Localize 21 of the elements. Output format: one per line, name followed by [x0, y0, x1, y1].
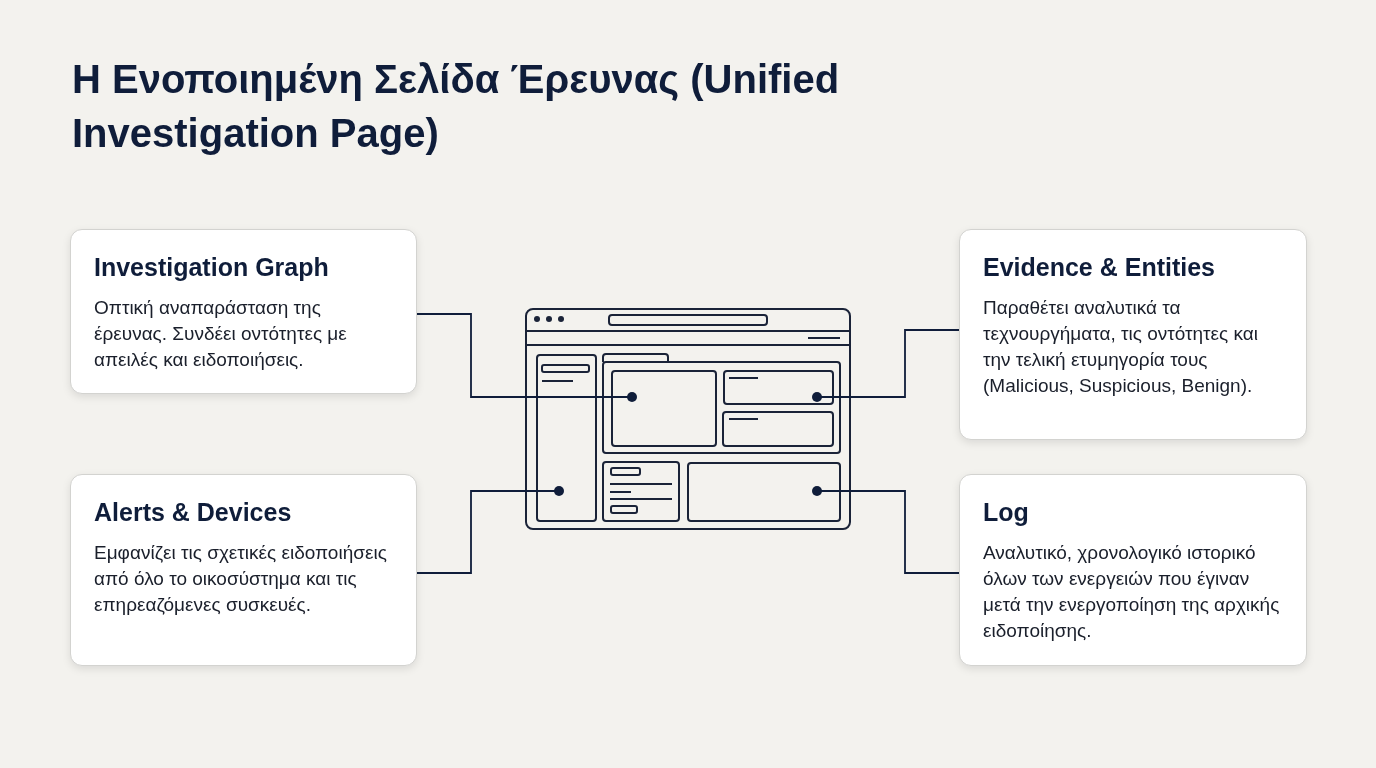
- card-heading: Investigation Graph: [94, 252, 330, 282]
- title: Η Ενοποιημένη Σελίδα Έρευνας (Unified Investigation Page): [72, 56, 841, 157]
- card-heading: Alerts & Devices: [94, 497, 293, 527]
- card-heading: Evidence & Entities: [983, 252, 1217, 282]
- leader-line: [812, 329, 960, 402]
- card-description: Παραθέτει αναλυτικά τα τεχνουργήματα, τις οντότητες και την τελική ετυμηγορία τους (Malicious, Suspicious, Benign).: [983, 296, 1259, 398]
- content-panel: [610, 369, 717, 447]
- info-card: [959, 474, 1307, 666]
- card-heading: Log: [983, 497, 1030, 527]
- card-description: Αναλυτικό, χρονολογικό ιστορικό όλων των ενεργειών που έγιναν μετά την ενεργοποίηση της αρχικής ειδοποίησης.: [983, 541, 1281, 643]
- leader-line: [812, 486, 960, 574]
- content-panel: [535, 353, 597, 522]
- leader-line: [416, 313, 637, 402]
- leader-line: [416, 486, 564, 574]
- info-card: [70, 229, 417, 394]
- info-card: [959, 229, 1307, 440]
- card-description: Εμφανίζει τις σχετικές ειδοποιήσεις από όλο το οικοσύστημα και τις επηρεαζόμενες συσκευές.: [94, 541, 388, 617]
- info-card: [70, 474, 417, 666]
- content-panel: [686, 461, 841, 522]
- content-panel: [722, 369, 834, 405]
- card-description: Οπτική αναπαράσταση της έρευνας. Συνδέει οντότητες με απειλές και ειδοποιήσεις.: [94, 296, 348, 372]
